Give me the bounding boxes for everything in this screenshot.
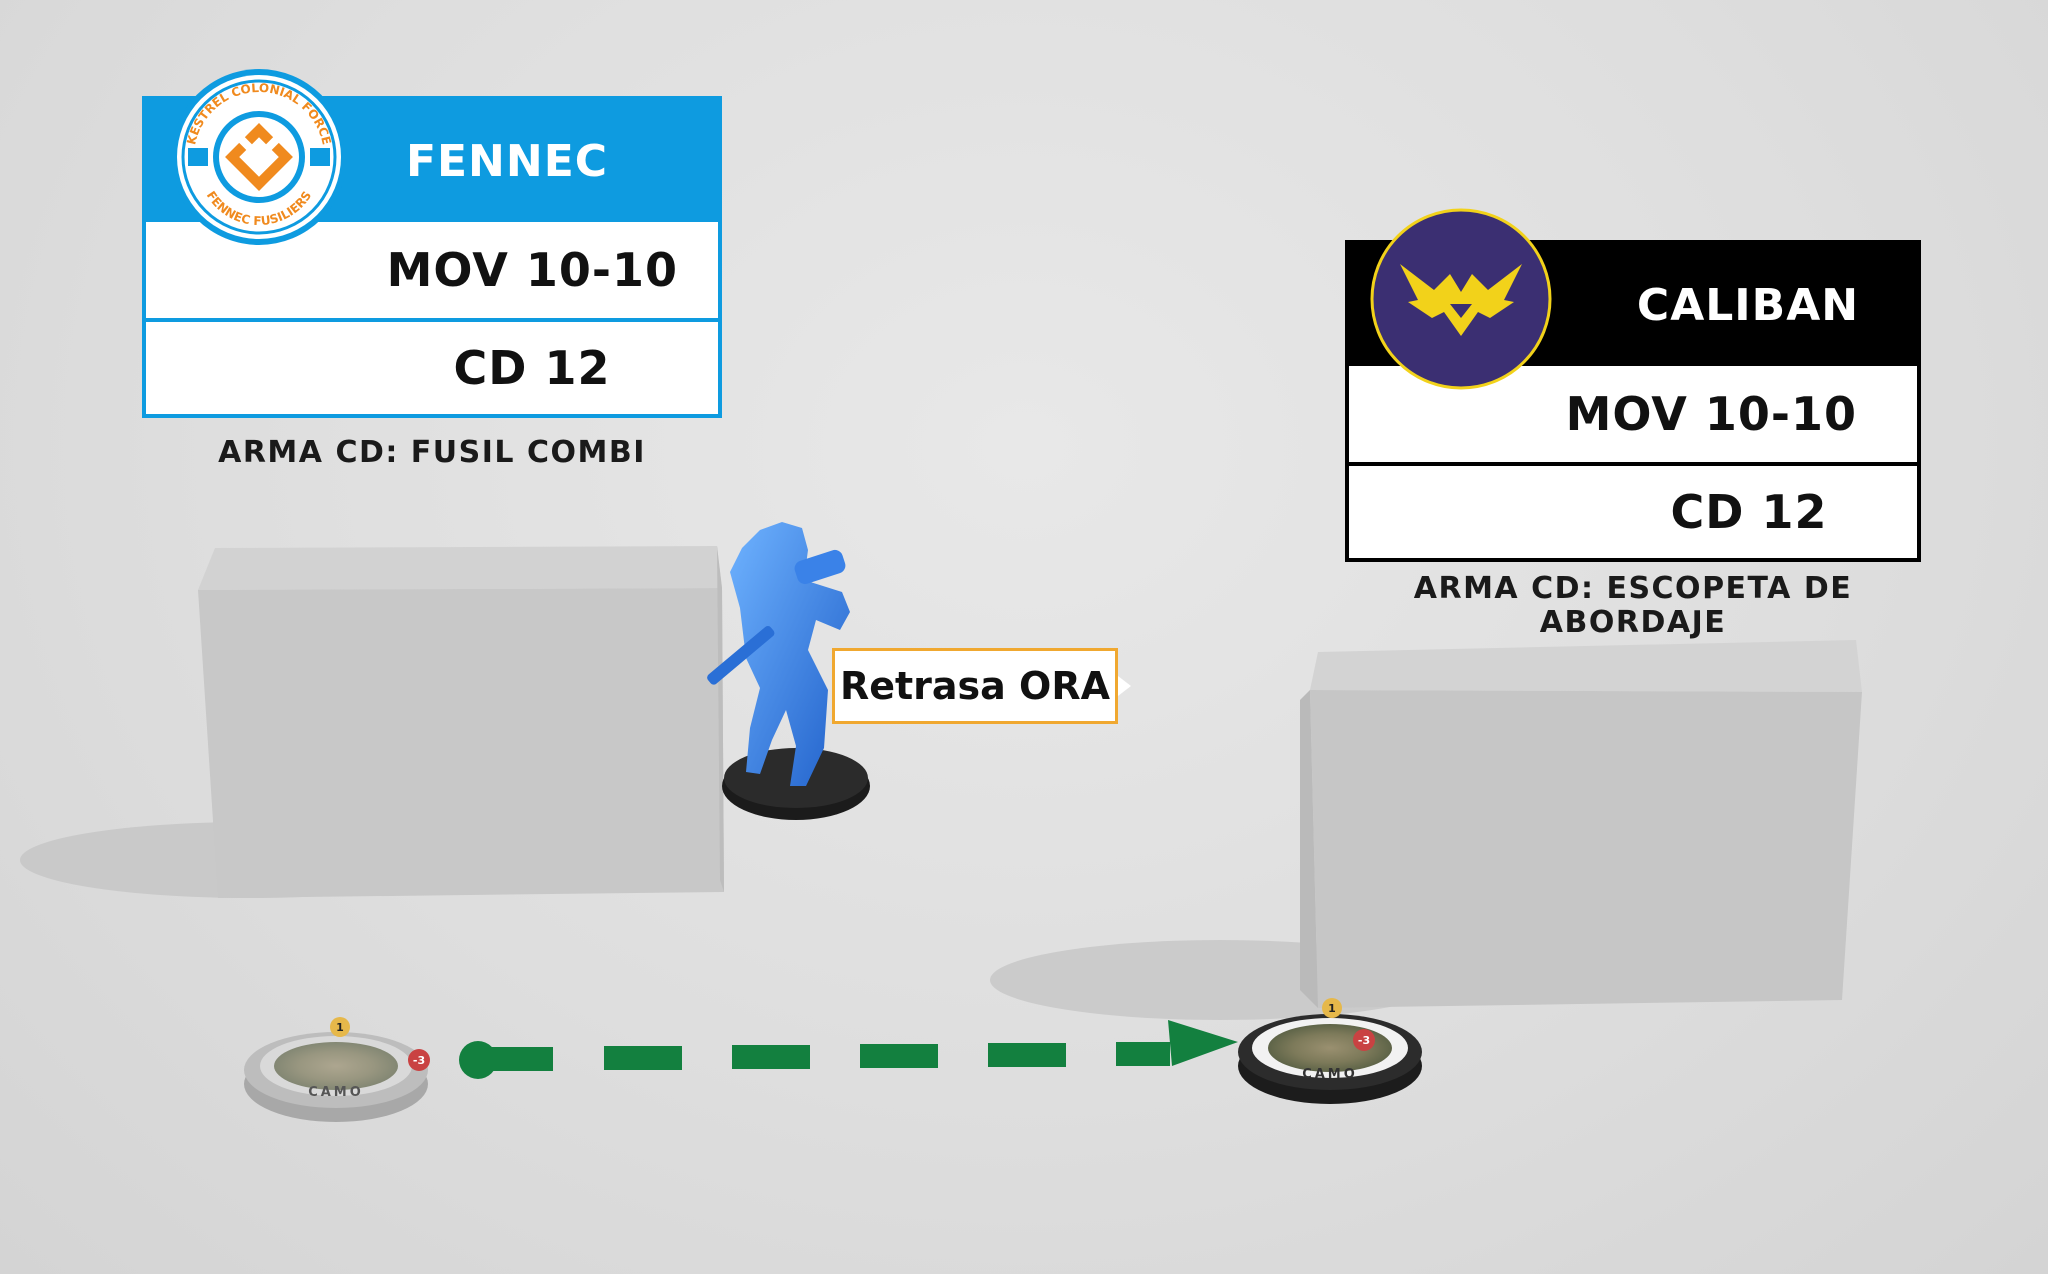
marker-end-label: CAMO bbox=[1302, 1067, 1358, 1082]
caliban-weapon: ARMA CD: ESCOPETA DE ABORDAJE bbox=[1345, 572, 1921, 640]
caliban-cd-row: CD 12 bbox=[1349, 466, 1917, 558]
marker-start-mod: -3 bbox=[413, 1054, 425, 1067]
fennec-mov: MOV 10-10 bbox=[386, 243, 678, 297]
caliban-mov: MOV 10-10 bbox=[1565, 387, 1857, 441]
marker-end-number: 1 bbox=[1328, 1002, 1336, 1015]
order-tag: Retrasa ORA bbox=[832, 648, 1131, 724]
marker-start-label: CAMO bbox=[308, 1085, 364, 1100]
caliban-weapon-line2: ABORDAJE bbox=[1539, 605, 1727, 640]
camo-marker-end[interactable] bbox=[1238, 998, 1422, 1104]
caliban-cd: CD 12 bbox=[1670, 485, 1828, 539]
camo-marker-start[interactable] bbox=[244, 1017, 430, 1122]
fennec-emblem-icon: KESTREL COLONIAL FORCE FENNEC FUSILIERS bbox=[171, 69, 347, 245]
order-tag-label: Retrasa ORA bbox=[839, 664, 1111, 708]
caliban-emblem-icon bbox=[1370, 208, 1552, 390]
fennec-weapon: ARMA CD: FUSIL COMBI bbox=[218, 435, 646, 470]
fennec-mov-row: MOV 10-10 bbox=[146, 222, 718, 322]
fennec-name: FENNEC bbox=[405, 135, 609, 187]
block-left bbox=[198, 546, 724, 898]
marker-end-mod: -3 bbox=[1358, 1034, 1370, 1047]
caliban-name: CALIBAN bbox=[1636, 279, 1860, 331]
caliban-mov-row: MOV 10-10 bbox=[1349, 366, 1917, 466]
fennec-cd: CD 12 bbox=[453, 341, 611, 395]
marker-start-number: 1 bbox=[336, 1021, 344, 1034]
caliban-weapon-line1: ARMA CD: ESCOPETA DE bbox=[1413, 571, 1853, 606]
fennec-cd-row: CD 12 bbox=[146, 322, 718, 414]
movement-path bbox=[459, 1020, 1238, 1079]
block-right bbox=[1300, 640, 1862, 1008]
fennec-miniature[interactable] bbox=[706, 522, 870, 820]
